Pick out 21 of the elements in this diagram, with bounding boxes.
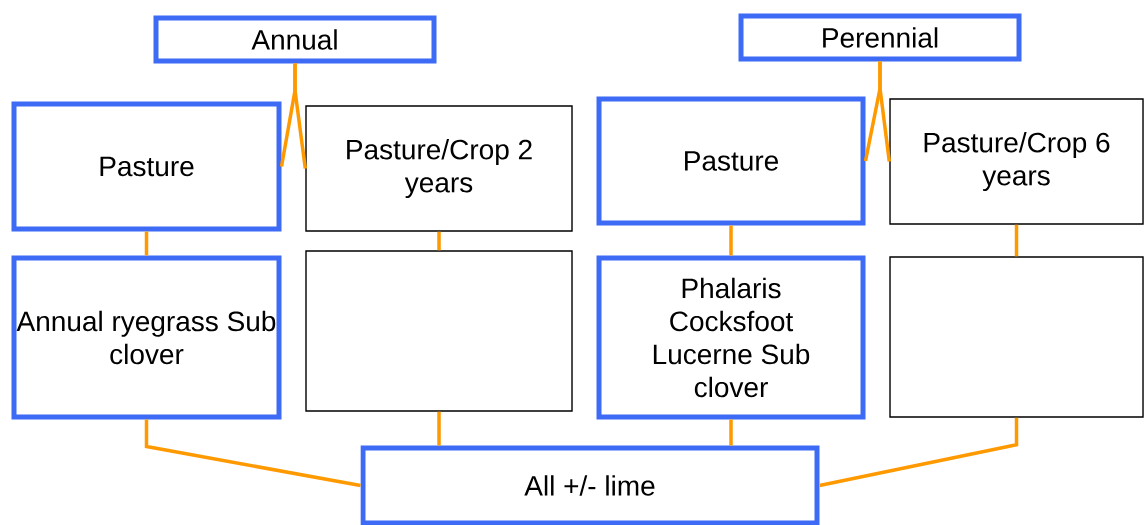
empty-box <box>889 256 1144 418</box>
connector-line <box>144 419 361 488</box>
category-box: All +/- lime <box>360 445 820 525</box>
connector-line <box>293 63 308 169</box>
process-box: Pasture/Crop 2 years <box>305 105 573 232</box>
empty-box <box>305 250 573 412</box>
connector-line <box>144 231 149 256</box>
connector-line <box>437 231 441 251</box>
connector-line <box>819 417 1019 488</box>
category-box: Annual <box>153 15 437 64</box>
category-box: Pasture <box>11 101 282 232</box>
connector-line <box>437 411 441 446</box>
category-box: Annual ryegrass Sub clover <box>11 255 282 420</box>
connector-line <box>729 225 733 256</box>
connector-line <box>1014 224 1019 257</box>
connector-line <box>878 61 892 162</box>
process-box: Pasture/Crop 6 years <box>889 98 1144 225</box>
category-box: Phalaris Cocksfoot Lucerne Sub clover <box>596 255 866 420</box>
category-box: Perennial <box>738 13 1022 62</box>
category-box: Pasture <box>596 96 866 226</box>
connector-line <box>729 419 733 446</box>
